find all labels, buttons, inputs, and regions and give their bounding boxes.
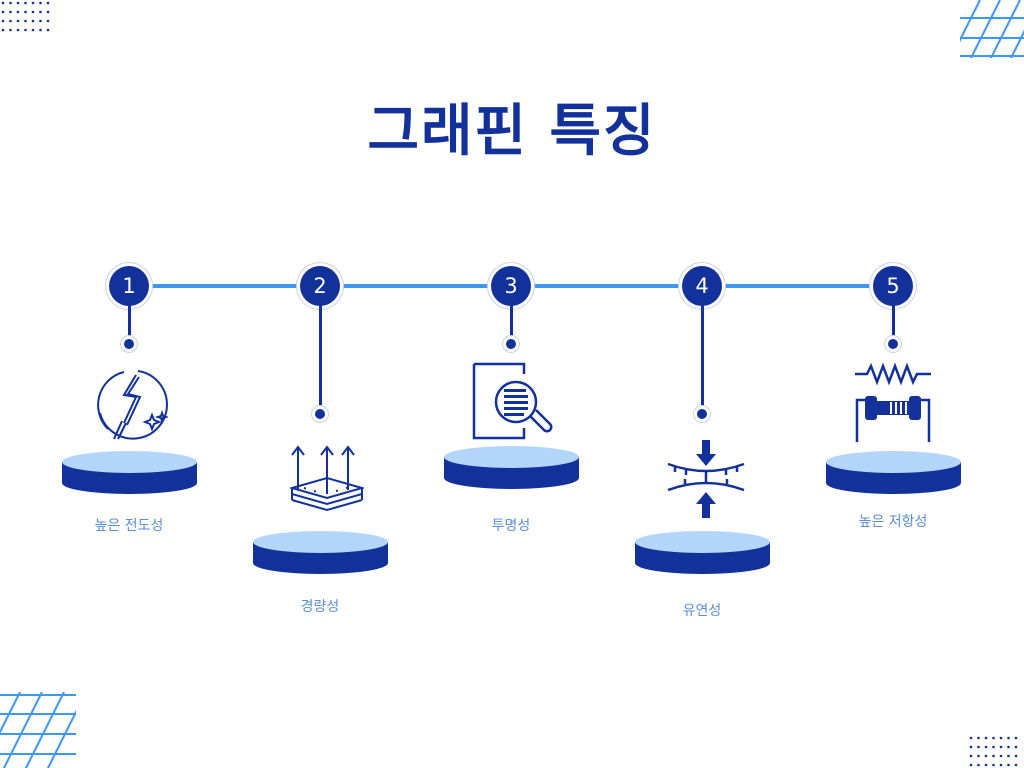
step-4-pedestal [635, 531, 770, 574]
grid-dot [16, 1, 20, 5]
grid-dot [9, 19, 12, 23]
grid-dot [992, 754, 995, 758]
step-1-pedestal [62, 451, 197, 494]
grid-dot [977, 763, 980, 767]
grid-dot [39, 28, 42, 32]
dot-grid-bottom-right [969, 736, 1018, 767]
grid-dot [31, 19, 35, 23]
grid-dot [1014, 754, 1018, 758]
step-1-connector [127, 300, 131, 344]
step-4-connector [700, 300, 704, 414]
grid-dot [1, 19, 5, 23]
document-magnifier-icon [472, 362, 553, 440]
step-5-dot [888, 339, 898, 349]
step-3-label: 투명성 [491, 518, 531, 534]
grid-dot [46, 1, 50, 5]
grid-dot [1007, 754, 1010, 758]
grid-dot [39, 10, 42, 14]
grid-dot [16, 19, 20, 23]
grid-dot [46, 28, 50, 32]
grid-dot [992, 763, 995, 767]
grid-dot [39, 19, 42, 23]
grid-dot [1, 28, 5, 32]
grid-dot [999, 754, 1003, 758]
dot-grid-top-left [1, 1, 50, 32]
grid-dot [992, 745, 995, 749]
grid-dot [9, 28, 12, 32]
step-2-label: 경량성 [300, 599, 340, 615]
grid-dot [9, 1, 12, 5]
step-3-pedestal [444, 446, 579, 489]
grid-dot [31, 10, 35, 14]
step-1-label: 높은 전도성 [94, 518, 164, 534]
grid-dot [977, 745, 980, 749]
grid-dot [1014, 763, 1018, 767]
grid-dot [984, 763, 988, 767]
grid-dot [969, 763, 973, 767]
lightning-wire-icon [97, 370, 168, 440]
grid-dot [16, 10, 20, 14]
grid-dot [969, 754, 973, 758]
grid-dot [1014, 736, 1018, 740]
page-title: 그래핀 특징 [367, 99, 657, 164]
grid-dot [16, 28, 20, 32]
grid-dot [977, 736, 980, 740]
grid-dot [969, 745, 973, 749]
grid-dot [24, 28, 27, 32]
grid-dot [46, 10, 50, 14]
step-4-label: 유연성 [682, 603, 722, 619]
grid-dot [46, 19, 50, 23]
grid-dot [984, 745, 988, 749]
step-1-badge: 1 [109, 266, 149, 306]
grid-dot [24, 19, 27, 23]
step-3-badge: 3 [491, 266, 531, 306]
flex-compress-icon [667, 440, 745, 518]
step-5-label: 높은 저항성 [858, 514, 928, 530]
diagonal-lines-top-right [960, 0, 1024, 58]
grid-dot [9, 10, 12, 14]
step-5-badge: 5 [873, 266, 913, 306]
grid-dot [1, 1, 5, 5]
grid-dot [999, 745, 1003, 749]
layers-arrows-icon [290, 445, 364, 512]
grid-dot [1007, 763, 1010, 767]
grid-dot [992, 736, 995, 740]
grid-dot [24, 1, 27, 5]
step-2-badge: 2 [300, 266, 340, 306]
step-3-connector [509, 300, 513, 344]
step-4-dot [697, 409, 707, 419]
grid-dot [999, 763, 1003, 767]
grid-dot [31, 28, 35, 32]
diagonal-lines-bottom-left [0, 692, 76, 768]
grid-dot [1014, 745, 1018, 749]
step-5-connector [891, 300, 895, 344]
grid-dot [31, 1, 35, 5]
grid-dot [1007, 736, 1010, 740]
step-4-badge: 4 [682, 266, 722, 306]
grid-dot [984, 754, 988, 758]
grid-dot [984, 736, 988, 740]
grid-dot [999, 736, 1003, 740]
step-5-pedestal [826, 451, 961, 494]
grid-dot [24, 10, 27, 14]
grid-dot [39, 1, 42, 5]
grid-dot [969, 736, 973, 740]
step-2-dot [315, 409, 325, 419]
resistor-icon [855, 362, 931, 442]
step-1-dot [124, 339, 134, 349]
step-2-pedestal [253, 531, 388, 574]
step-3-dot [506, 339, 516, 349]
grid-dot [1007, 745, 1010, 749]
step-2-connector [318, 300, 322, 414]
grid-dot [977, 754, 980, 758]
grid-dot [1, 10, 5, 14]
